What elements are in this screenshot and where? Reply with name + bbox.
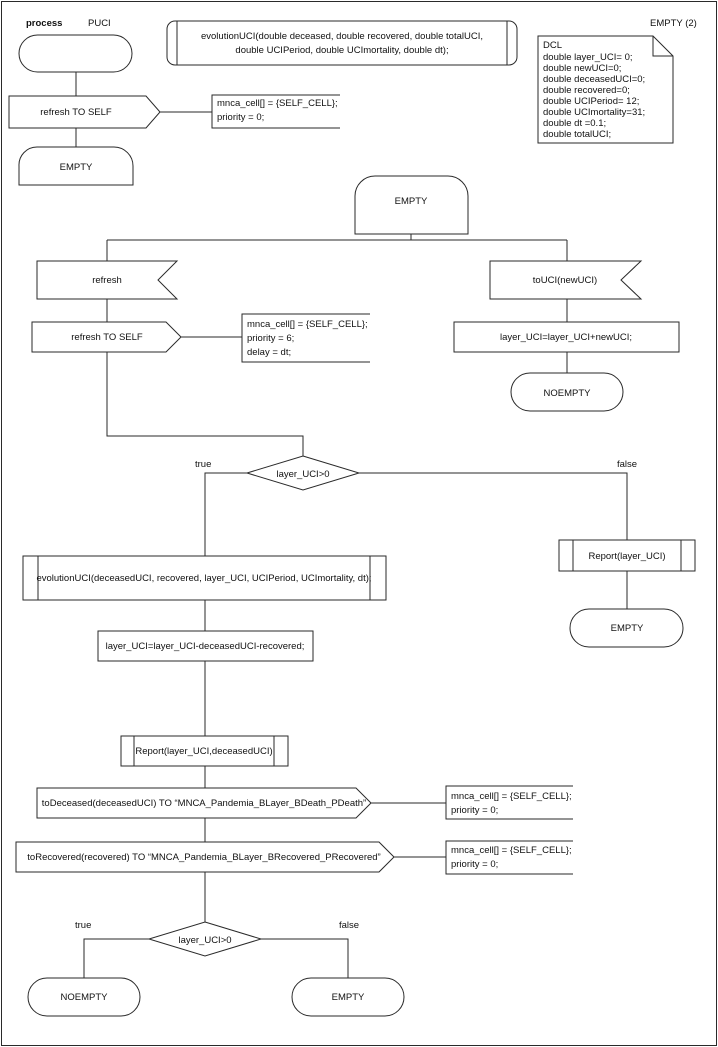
dcl-line: double UCIPeriod= 12;	[543, 96, 639, 107]
state-empty: EMPTY	[354, 175, 469, 235]
comment-line: mnca_cell[] = {SELF_CELL};	[451, 791, 572, 802]
state-label: EMPTY	[60, 162, 93, 173]
output-label: toRecovered(recovered) TO “MNCA_Pandemia…	[27, 852, 380, 863]
decision-true-label: true	[75, 920, 91, 931]
start-output-signal: refresh TO SELF	[8, 95, 161, 129]
output-signal-torecovered: toRecovered(recovered) TO “MNCA_Pandemia…	[15, 841, 395, 873]
decision-false-label: false	[339, 920, 359, 931]
decision-condition: layer_UCI>0	[178, 935, 231, 946]
dcl-line: double deceasedUCI=0;	[543, 74, 645, 85]
comment-line: priority = 0;	[451, 859, 498, 870]
comment-line: mnca_cell[] = {SELF_CELL};	[247, 319, 368, 330]
dcl-line: double UCImortality=31;	[543, 107, 645, 118]
start-output-comment: mnca_cell[] = {SELF_CELL}; priority = 0;	[211, 94, 340, 129]
task-subtract	[97, 630, 314, 662]
state-label: EMPTY	[611, 623, 644, 634]
start-symbol	[18, 34, 133, 73]
comment-line: delay = dt;	[247, 347, 291, 358]
state-label: NOEMPTY	[61, 992, 109, 1003]
dcl-line: DCL	[543, 40, 562, 51]
dcl-line: double totalUCI;	[543, 129, 611, 140]
dcl-line: double newUCI=0;	[543, 63, 621, 74]
output-label: refresh TO SELF	[71, 332, 143, 343]
procedure-call-report-deceased: Report(layer_UCI,deceasedUCI)	[120, 735, 289, 767]
state-noempty-bottom: NOEMPTY	[27, 977, 141, 1017]
procedure-signature-line-2: double UCIPeriod, double UCImortality, d…	[235, 45, 448, 56]
start-next-state: EMPTY	[18, 146, 134, 186]
flow-line	[261, 938, 349, 978]
decision-layer-uci-2: layer_UCI>0	[147, 921, 263, 957]
input-label: toUCI(newUCI)	[533, 275, 597, 286]
flow-line	[204, 472, 247, 556]
comment-line: priority = 0;	[217, 112, 264, 123]
output-signal-refresh: refresh TO SELF	[31, 321, 182, 353]
procedure-call-evolutionuci: evolutionUCI(deceasedUCI, recovered, lay…	[22, 555, 387, 601]
state-empty-bottom: EMPTY	[291, 977, 405, 1017]
decision-condition: layer_UCI>0	[276, 469, 329, 480]
comment-line: priority = 0;	[451, 805, 498, 816]
input-signal-refresh: refresh	[36, 260, 179, 300]
dcl-declaration-note: DCL double layer_UCI= 0; double newUCI=0…	[537, 35, 674, 144]
output-refresh-comment: mnca_cell[] = {SELF_CELL}; priority = 6;…	[241, 313, 370, 363]
call-label: evolutionUCI(deceasedUCI, recovered, lay…	[36, 573, 371, 584]
state-label: EMPTY	[332, 992, 365, 1003]
procedure-signature-line-1: evolutionUCI(double deceased, double rec…	[201, 31, 483, 42]
dcl-line: double dt =0.1;	[543, 118, 606, 129]
process-name: PUCI	[88, 18, 111, 29]
flow-line	[359, 472, 628, 540]
call-label: Report(layer_UCI,deceasedUCI)	[135, 746, 272, 757]
output-label: toDeceased(deceasedUCI) TO “MNCA_Pandemi…	[42, 798, 366, 809]
call-label: Report(layer_UCI)	[588, 551, 665, 562]
procedure-definition: evolutionUCI(double deceased, double rec…	[166, 20, 518, 66]
start-output-label: refresh TO SELF	[40, 107, 112, 118]
page-label: EMPTY (2)	[650, 18, 697, 29]
torecovered-comment: mnca_cell[] = {SELF_CELL}; priority = 0;	[445, 840, 573, 875]
input-signal-touci: toUCI(newUCI)	[489, 260, 643, 300]
state-empty-false-branch: EMPTY	[569, 608, 684, 648]
task-label: layer_UCI=layer_UCI-deceasedUCI-recovere…	[106, 641, 305, 652]
decision-true-label: true	[195, 459, 211, 470]
state-label: EMPTY	[395, 196, 428, 207]
flow-line	[83, 938, 149, 978]
input-label: refresh	[92, 275, 122, 286]
state-label: NOEMPTY	[544, 388, 592, 399]
flow-line	[106, 352, 304, 456]
dcl-line: double recovered=0;	[543, 85, 630, 96]
comment-line: priority = 6;	[247, 333, 294, 344]
comment-line: mnca_cell[] = {SELF_CELL};	[451, 845, 572, 856]
process-label: process	[26, 18, 62, 29]
todeceased-comment: mnca_cell[] = {SELF_CELL}; priority = 0;	[445, 785, 573, 820]
procedure-call-report: Report(layer_UCI)	[558, 539, 696, 572]
decision-layer-uci-1: layer_UCI>0	[245, 455, 361, 491]
task-label: layer_UCI=layer_UCI+newUCI;	[500, 332, 632, 343]
decision-false-label: false	[617, 459, 637, 470]
output-signal-todeceased: toDeceased(deceasedUCI) TO “MNCA_Pandemi…	[36, 787, 372, 819]
state-noempty-right: NOEMPTY	[510, 372, 624, 412]
comment-line: mnca_cell[] = {SELF_CELL};	[217, 98, 338, 109]
dcl-line: double layer_UCI= 0;	[543, 52, 633, 63]
